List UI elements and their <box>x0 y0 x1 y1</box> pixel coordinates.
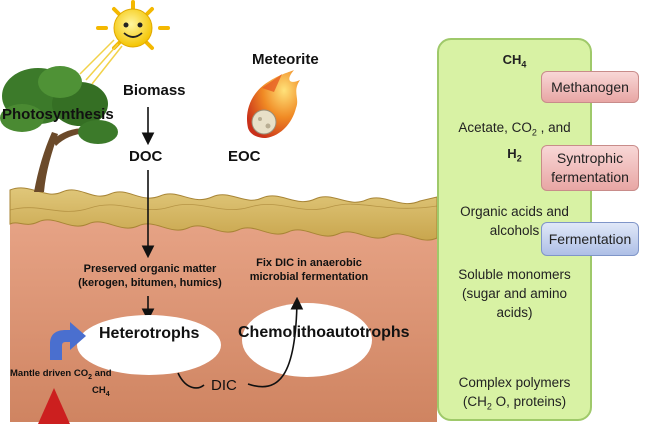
fix-dic-label: Fix DIC in anaerobic microbial fermentat… <box>244 256 374 284</box>
fix-line-2: microbial fermentation <box>249 271 369 283</box>
mantle-curved-arrow-icon <box>50 322 86 360</box>
mantle-line-2: CH4 <box>92 384 110 398</box>
photosynthesis-label: Photosynthesis <box>2 106 114 123</box>
meteorite-label: Meteorite <box>252 51 319 68</box>
sunlight-rays <box>79 39 123 85</box>
dic-label: DIC <box>211 377 237 394</box>
ch4-label: CH4 <box>502 52 527 70</box>
heterotrophs-ellipse <box>77 315 221 375</box>
tree-icon <box>0 66 118 192</box>
eoc-label: EOC <box>228 148 261 165</box>
methanogen-box: Methanogen <box>541 71 639 103</box>
chemolithoautotrophs-label: Chemolithoautotrophs <box>238 324 410 341</box>
heterotrophs-label: Heterotrophs <box>99 325 200 342</box>
h2-label: H2 <box>507 146 522 164</box>
dic-to-chemolithoautotrophs-curve <box>247 296 304 388</box>
meteorite-icon <box>246 70 300 138</box>
fermentation-box: Fermentation <box>541 222 639 256</box>
soluble-monomers-label: Soluble monomers (sugar and amino acids) <box>458 267 571 320</box>
heterotrophs-to-dic-curve <box>177 372 205 389</box>
organic-acids-label: Organic acids and alcohols <box>460 204 569 238</box>
mantle-driven-label: Mantle driven CO2 and CH4 <box>10 367 112 401</box>
complex-polymers-label: Complex polymers (CH2 O, proteins) <box>458 375 571 412</box>
biomass-label: Biomass <box>123 82 186 99</box>
preserved-line-1: Preserved organic matter <box>83 263 217 275</box>
acetate-label: Acetate, CO2 , and <box>458 120 571 138</box>
volcano-triangle-icon <box>38 388 70 424</box>
chemolithoautotrophs-ellipse <box>242 303 372 377</box>
preserved-line-2: (kerogen, bitumen, humics) <box>78 277 222 289</box>
preserved-organic-matter-label: Preserved organic matter (kerogen, bitum… <box>72 262 228 290</box>
syntrophic-fermentation-box: Syntrophic fermentation <box>541 145 639 191</box>
doc-label: DOC <box>129 148 163 165</box>
sun-icon <box>96 0 170 50</box>
fix-line-1: Fix DIC in anaerobic <box>256 257 362 269</box>
topsoil-band <box>9 187 438 241</box>
mantle-line-1: Mantle driven CO2 and <box>10 368 112 381</box>
sediment-layer <box>10 205 437 422</box>
